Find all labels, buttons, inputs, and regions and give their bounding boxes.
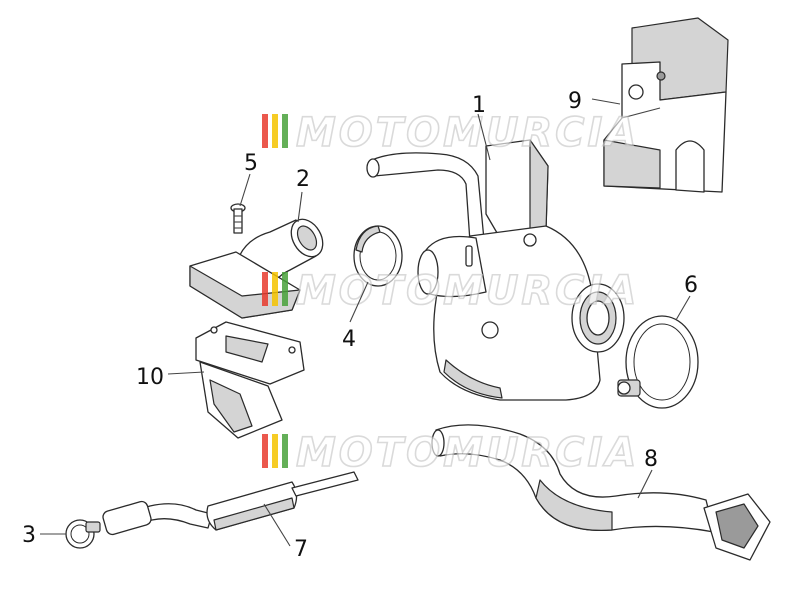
part-small-hose-clamp bbox=[65, 519, 101, 549]
leader-line-8 bbox=[637, 469, 653, 499]
part-insulator-block bbox=[603, 17, 729, 193]
leader-line-10 bbox=[167, 371, 205, 375]
watermark-text: MOTOMURCIA bbox=[296, 430, 639, 476]
leader-line-2 bbox=[297, 191, 303, 223]
leader-line-9 bbox=[591, 98, 621, 105]
watermark-stripe-yellow bbox=[272, 114, 278, 148]
leader-line-5 bbox=[239, 173, 251, 207]
watermark-stripe-red bbox=[262, 272, 268, 306]
watermark-stripe-green bbox=[282, 272, 288, 306]
watermark-text: MOTOMURCIA bbox=[296, 110, 639, 156]
part-reed-valve bbox=[195, 321, 305, 439]
callout-8: 8 bbox=[644, 447, 658, 472]
callout-6: 6 bbox=[684, 273, 698, 298]
watermark-top: MOTOMURCIA bbox=[262, 109, 639, 157]
callout-1: 1 bbox=[472, 93, 486, 118]
callout-10: 10 bbox=[136, 365, 164, 390]
part-carburettor bbox=[366, 139, 625, 401]
part-screw bbox=[230, 203, 246, 234]
part-hose-clamp bbox=[617, 315, 699, 409]
part-ring-clamp bbox=[353, 225, 403, 287]
watermark-stripe-red bbox=[262, 114, 268, 148]
callout-numbers: 1 2 3 4 5 6 7 8 9 10 bbox=[22, 89, 698, 562]
callout-3: 3 bbox=[22, 523, 36, 548]
watermark-stripe-green bbox=[282, 434, 288, 468]
watermark-stripe-yellow bbox=[272, 272, 278, 306]
watermark-stripe-green bbox=[282, 114, 288, 148]
watermark-text: MOTOMURCIA bbox=[296, 268, 639, 314]
watermark-stripe-red bbox=[262, 434, 268, 468]
watermark-bottom: MOTOMURCIA bbox=[262, 429, 639, 477]
callout-2: 2 bbox=[296, 167, 310, 192]
watermark-middle: MOTOMURCIA bbox=[262, 267, 639, 315]
callout-4: 4 bbox=[342, 327, 356, 352]
watermark-stripe-yellow bbox=[272, 434, 278, 468]
callout-9: 9 bbox=[568, 89, 582, 114]
leader-lines bbox=[40, 98, 691, 547]
part-air-intake-duct bbox=[431, 424, 771, 561]
callout-7: 7 bbox=[294, 537, 308, 562]
leader-line-4 bbox=[349, 281, 369, 323]
part-breather-pipe bbox=[102, 471, 359, 536]
leader-line-1 bbox=[477, 113, 491, 161]
leader-line-7 bbox=[263, 503, 291, 547]
callout-5: 5 bbox=[244, 151, 258, 176]
leader-line-6 bbox=[675, 295, 691, 321]
